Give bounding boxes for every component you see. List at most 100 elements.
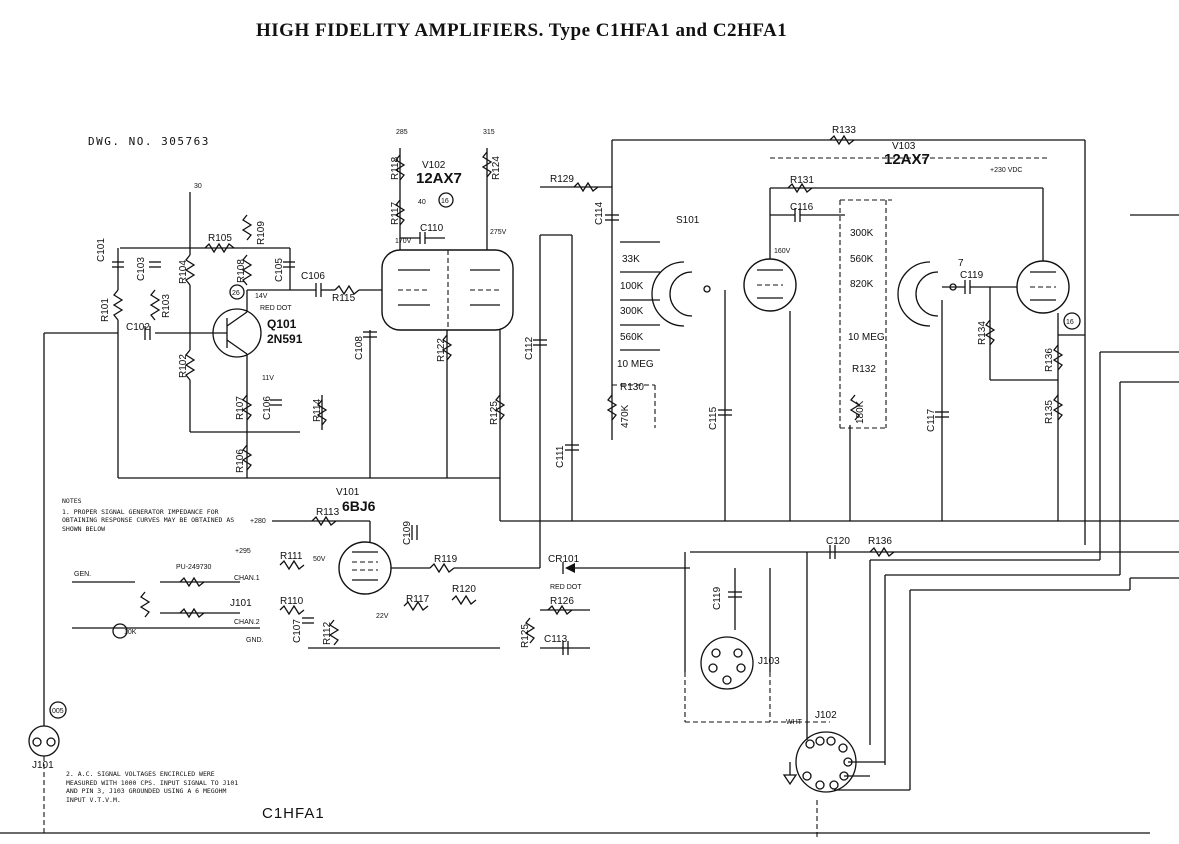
c118-label: C119	[960, 270, 984, 281]
j101-label: J101	[32, 760, 54, 771]
gen-label: GEN.	[74, 571, 91, 578]
signal-005-text: .005	[50, 708, 64, 715]
j103-connector	[700, 636, 754, 690]
r115-resistor	[334, 284, 360, 296]
j101-pin-2	[46, 737, 56, 747]
r107-label: R107	[235, 396, 246, 420]
s101-val-2: 100K	[620, 281, 644, 292]
s101-val-5: 10 MEG	[617, 359, 654, 370]
c112-label: C112	[524, 336, 535, 360]
signal-circle-26	[229, 284, 245, 300]
volt-30: 30	[194, 183, 202, 190]
gen-10k-resistor	[139, 591, 151, 618]
chan2-label: CHAN.2	[234, 619, 260, 626]
s101-val-4: 560K	[620, 332, 644, 343]
r128-resistor	[573, 181, 599, 193]
c108-label: C108	[354, 336, 365, 360]
tone2-val-2: 560K	[850, 254, 874, 265]
volt-14: 14V	[255, 293, 268, 300]
r119-label: R118	[390, 156, 401, 180]
s101-val-3: 300K	[620, 306, 644, 317]
r134-resistor	[1052, 394, 1064, 421]
r126-label: R125	[520, 624, 531, 648]
volt-275: 275V	[490, 229, 507, 236]
r124-resistor	[481, 151, 493, 178]
volt-230: +230 VDC	[990, 167, 1023, 174]
r107-resistor	[241, 394, 253, 421]
r125-label: R125	[489, 401, 500, 425]
c116-label: C116	[790, 202, 814, 213]
volt-315: 315	[483, 129, 495, 136]
q101-type: 2N591	[267, 332, 303, 346]
signal-circle-16a	[438, 192, 454, 208]
r114-resistor	[316, 399, 328, 426]
cr101-diode	[565, 563, 575, 573]
v103-type: 12AX7	[884, 151, 930, 168]
r129-resistor	[606, 394, 618, 421]
c119-label: C119	[712, 586, 723, 610]
cr101-red-dot: RED DOT	[550, 584, 582, 591]
r109-resistor	[241, 214, 253, 241]
note-2: 2. A.C. SIGNAL VOLTAGES ENCIRCLED WERE M…	[66, 770, 239, 804]
r136-resistor	[869, 546, 895, 558]
j102-pin-3	[826, 736, 836, 746]
r117-label: R117	[406, 594, 430, 605]
gnd-label: GND.	[246, 637, 264, 644]
j102-pin-4	[838, 743, 848, 753]
r101-resistor	[112, 289, 124, 321]
drawing-number: DWG. NO. 305763	[88, 135, 210, 148]
tone2-arc-outer	[897, 261, 931, 327]
c107-label: C107	[292, 619, 303, 643]
r103-label: R103	[161, 294, 172, 318]
meter-icon	[112, 623, 128, 639]
r119-resistor	[394, 154, 406, 181]
j103-pin-5	[722, 675, 732, 685]
r105-resistor	[204, 242, 235, 254]
j103-pin-4	[736, 663, 746, 673]
j102-pin-8	[815, 780, 825, 790]
r109-label: R109	[256, 221, 267, 245]
r104-label: R104	[178, 260, 189, 284]
r124-label: R124	[491, 156, 502, 180]
v102-ref: V102	[422, 160, 446, 171]
r135-resistor	[1052, 344, 1064, 371]
j103-label: J103	[758, 656, 780, 667]
s101-label: S101	[676, 215, 700, 226]
j102-pin-9	[802, 771, 812, 781]
j102-pin-1	[805, 739, 815, 749]
notes-block: NOTES 1. PROPER SIGNAL GENERATOR IMPEDAN…	[62, 497, 237, 535]
signal-26-text: 26	[232, 290, 240, 297]
j103-pin-3	[708, 663, 718, 673]
j102-connector	[795, 731, 857, 793]
r133-resistor	[984, 319, 996, 346]
volt-22: 22V	[376, 613, 389, 620]
gen-r2-resistor	[179, 607, 205, 619]
c115-label: C115	[708, 406, 719, 430]
r121-label: R120	[452, 584, 476, 595]
r135-label: R136	[1044, 348, 1055, 372]
volt-295: +295	[235, 548, 251, 555]
page-title: HIGH FIDELITY AMPLIFIERS. Type C1HFA1 an…	[256, 20, 788, 41]
v101-envelope	[338, 541, 392, 595]
r132-resistor	[829, 134, 855, 146]
c110-label: C110	[420, 223, 444, 234]
r104-resistor	[184, 254, 196, 286]
c120-label: C120	[826, 536, 850, 547]
tone2-val-1: 300K	[850, 228, 874, 239]
r132-label: R133	[832, 125, 856, 136]
notes-heading: NOTES	[62, 497, 82, 505]
tone2-val-4: 10 MEG	[848, 332, 885, 343]
r112-label: R112	[322, 621, 333, 645]
r110-resistor	[279, 604, 305, 616]
r118-resistor	[394, 199, 406, 226]
j103-pin-1	[711, 648, 721, 658]
volt-280: +280	[250, 518, 266, 525]
r108-label: R108	[236, 259, 247, 283]
c109-label: C109	[402, 521, 413, 545]
r121-resistor	[451, 594, 477, 606]
r114-label: R114	[312, 398, 323, 422]
r122-resistor	[441, 334, 453, 361]
s101-wiper	[703, 285, 711, 293]
